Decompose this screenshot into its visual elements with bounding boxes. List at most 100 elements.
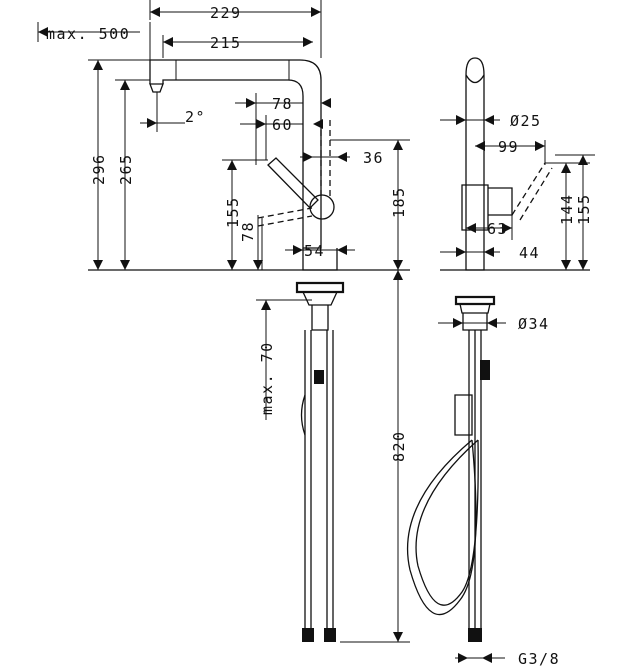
- front-mount-ring: [295, 281, 345, 294]
- arrow-g38-left: [458, 653, 468, 663]
- front-view: [149, 59, 345, 642]
- dim-line-215: [162, 35, 313, 58]
- arrow-max70-top: [261, 300, 271, 310]
- label-296: 296: [90, 153, 108, 185]
- arrow-dia25-left: [456, 115, 466, 125]
- arrow-g38-right: [482, 653, 492, 663]
- label-185: 185: [390, 186, 408, 218]
- arrow-820-bottom: [393, 632, 403, 642]
- label-g38: G3/8: [518, 650, 560, 668]
- arrow-99-left: [475, 141, 485, 151]
- hidden-hose: [320, 120, 331, 200]
- arrow-44-right: [484, 247, 494, 257]
- side-lever: [488, 187, 513, 216]
- arrow-155-left-top: [227, 160, 237, 170]
- dim-line-99: [475, 140, 546, 165]
- arrow-185-top: [393, 140, 403, 150]
- front-supply-hoses: [304, 330, 334, 628]
- side-view: [406, 57, 553, 642]
- arrow-155-left-bottom: [227, 260, 237, 270]
- dim-line-155-left: [222, 159, 268, 270]
- label-155-left: 155: [224, 196, 242, 228]
- side-pull-out-hose-loop-inner: [415, 439, 479, 606]
- side-base: [465, 248, 485, 271]
- dim-line-60: [240, 115, 303, 160]
- spout-inner-line: [175, 60, 290, 80]
- side-stud: [462, 313, 488, 331]
- arrow-265-bottom: [120, 260, 130, 270]
- arrow-78-left-bottom: [253, 260, 263, 270]
- arrow-296-bottom: [93, 260, 103, 270]
- front-stud: [311, 305, 329, 331]
- spout-nozzle: [149, 83, 164, 93]
- label-max70: max. 70: [258, 341, 276, 415]
- front-hose-bulge: [300, 394, 306, 436]
- arrow-63-left: [466, 223, 476, 233]
- dim-line-max70: [256, 299, 312, 420]
- label-angle-2: 2°: [185, 108, 206, 126]
- side-lever-open: [511, 162, 553, 221]
- label-265: 265: [117, 153, 135, 185]
- arrow-44-left: [456, 247, 466, 257]
- dim-angle-2: [140, 92, 185, 132]
- side-spout-cap: [465, 74, 485, 84]
- arrow-265-top: [120, 80, 130, 90]
- front-spout: [149, 59, 322, 249]
- dim-line-296: [88, 59, 150, 270]
- arrow-dia34-left: [453, 318, 463, 328]
- label-max500: max. 500: [46, 25, 130, 43]
- arrow-144-top: [561, 163, 571, 173]
- arrow-99-right: [535, 141, 545, 151]
- dim-line-820: [340, 270, 410, 643]
- label-44: 44: [519, 244, 540, 262]
- arrow-60-right: [313, 119, 323, 129]
- dim-line-229: [149, 0, 322, 58]
- arrow-820-top: [393, 270, 403, 280]
- arrow-54-right: [337, 245, 347, 255]
- side-hose-clip: [480, 360, 490, 380]
- label-78-left: 78: [239, 221, 257, 242]
- label-63: 63: [487, 220, 508, 238]
- front-mount-nut: [302, 291, 338, 306]
- arrow-54-left: [293, 245, 303, 255]
- label-36: 36: [363, 149, 384, 167]
- label-144: 144: [558, 193, 576, 225]
- arrow-296-top: [93, 60, 103, 70]
- dim-line-185: [330, 139, 410, 270]
- dim-line-155-right: [555, 154, 595, 270]
- arrow-dia34-right: [487, 318, 497, 328]
- label-820: 820: [390, 430, 408, 462]
- arrow-78-top: [246, 98, 256, 108]
- dim-line-265: [115, 79, 150, 270]
- label-dia25: Ø25: [510, 112, 542, 130]
- label-99: 99: [498, 138, 519, 156]
- arrow-185-bottom: [393, 260, 403, 270]
- side-mount-ring: [454, 295, 496, 306]
- arrow-max500: [38, 27, 48, 37]
- label-229: 229: [210, 4, 242, 22]
- arrow-dia25-right: [484, 115, 494, 125]
- lever-open-position: [257, 207, 313, 227]
- front-hose-end-right: [324, 628, 336, 642]
- lever: [267, 157, 319, 209]
- label-54: 54: [304, 242, 325, 260]
- front-hose-end-left: [302, 628, 314, 642]
- label-dia34: Ø34: [518, 315, 550, 333]
- arrow-229-right: [311, 7, 321, 17]
- lever-hub: [309, 194, 335, 220]
- arrow-angle-2: [147, 118, 157, 128]
- label-60: 60: [272, 116, 293, 134]
- label-155-right: 155: [575, 193, 593, 225]
- side-body: [465, 57, 485, 248]
- arrow-155-right-top: [578, 155, 588, 165]
- arrow-36-right: [337, 152, 347, 162]
- arrow-60: [256, 119, 266, 129]
- side-weight-box: [454, 394, 473, 436]
- front-hose-clip: [314, 370, 324, 384]
- arrow-215-right: [303, 37, 313, 47]
- arrow-78-top-right: [321, 98, 331, 108]
- side-hose-end: [468, 628, 482, 642]
- label-78-top: 78: [272, 95, 293, 113]
- arrow-63-right: [502, 223, 512, 233]
